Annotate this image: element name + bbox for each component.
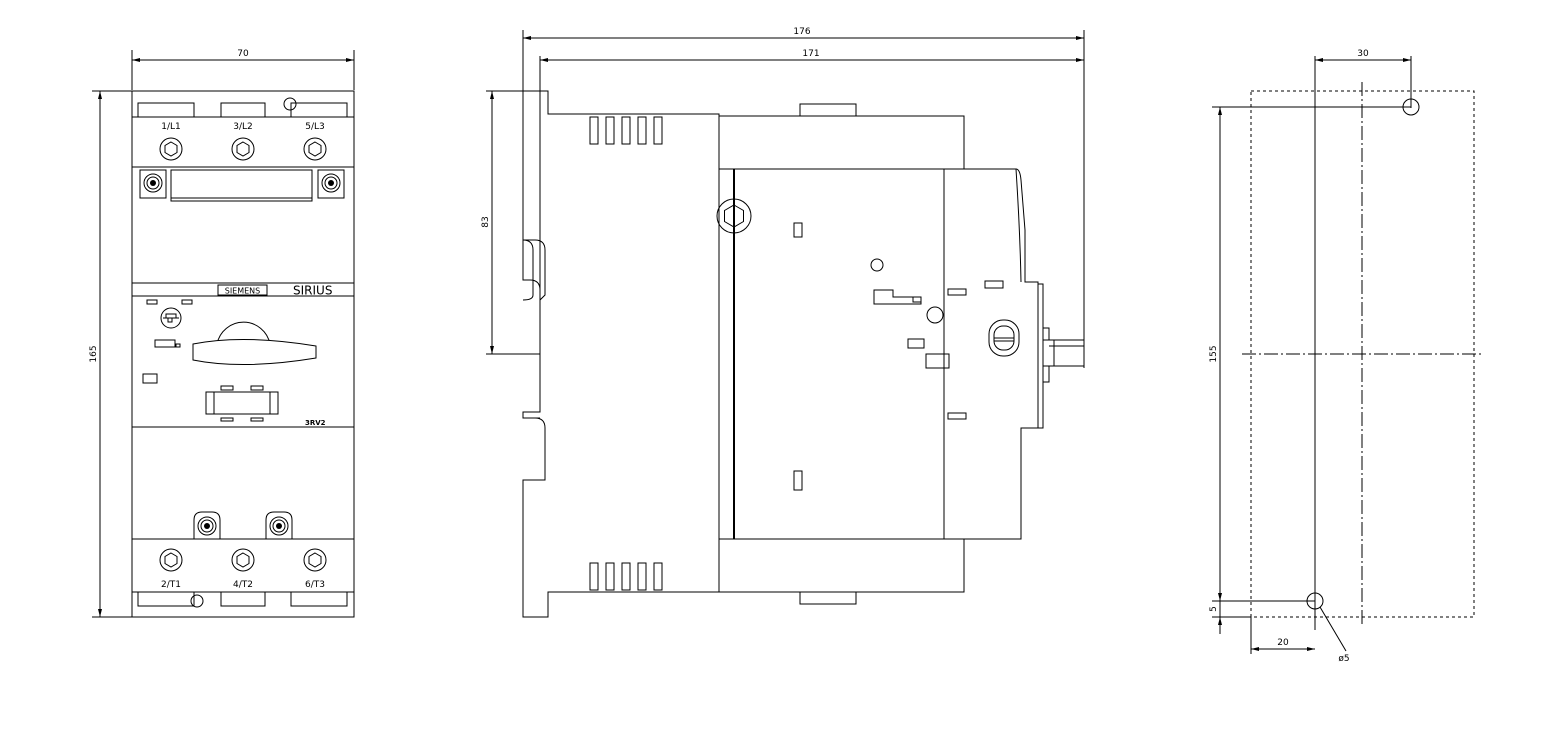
dimension-side-body: 171 (539, 49, 1084, 245)
terminal-label-3-l2: 3/L2 (233, 122, 253, 132)
side-hex-screw (716, 198, 752, 234)
lock-device (205, 385, 279, 422)
dimension-hole-spacing-y-label: 155 (1209, 345, 1219, 362)
dimension-front-width-label: 70 (237, 49, 249, 59)
vent-slots-top (589, 116, 663, 145)
dimension-hole-spacing-x-label: 30 (1357, 49, 1369, 59)
siemens-logo-box (217, 284, 268, 296)
terminal-label-1-l1: 1/L1 (161, 122, 181, 132)
dimension-hole-diameter: ø5 (1319, 606, 1350, 664)
product-label: SIRIUS (293, 284, 332, 298)
terminal-screw-bottom-1 (159, 548, 183, 572)
side-base-profile (522, 90, 720, 618)
dimension-side-rail: 83 (481, 90, 548, 355)
terminal-screw-top-2 (231, 137, 255, 161)
side-terminal-block-top (718, 115, 965, 170)
model-label: 3RV2 (305, 419, 326, 427)
trip-indicator (142, 373, 158, 384)
dimension-front-width: 70 (131, 49, 355, 90)
front-body-outline (131, 90, 355, 618)
dimension-side-overall: 176 (522, 27, 1085, 368)
dimension-side-body-label: 171 (802, 49, 819, 59)
dimension-front-height-label: 165 (89, 345, 99, 362)
fixing-screw-bottom-left (193, 511, 221, 539)
side-terminal-block-bottom (718, 538, 965, 593)
fixing-screw-top-left (139, 169, 167, 199)
fixing-screw-bottom-right (265, 511, 293, 539)
dimension-hole-spacing-x: 30 (1315, 49, 1411, 62)
dimension-edge-offset-x: 20 (1250, 617, 1315, 654)
dimension-hole-spacing-y: 155 (1209, 107, 1222, 601)
terminal-screw-bottom-2 (231, 548, 255, 572)
terminal-screw-bottom-3 (303, 548, 327, 572)
terminal-screw-top-1 (159, 137, 183, 161)
terminal-label-2-t1: 2/T1 (161, 580, 181, 590)
front-view: 70 165 1/L1 3/L2 5/L3 (89, 49, 355, 618)
brand-label: SIEMENS (225, 287, 261, 296)
dimension-side-overall-label: 176 (793, 27, 810, 37)
terminal-label-5-l3: 5/L3 (305, 122, 325, 132)
side-rotary-knob (988, 319, 1020, 357)
fixing-screw-top-right (317, 169, 345, 199)
dimension-side-rail-label: 83 (481, 216, 491, 227)
label-window (170, 169, 313, 202)
rotary-handle (192, 321, 317, 366)
side-front-cap (944, 168, 1039, 540)
terminal-label-6-t3: 6/T3 (305, 580, 325, 590)
side-view: 176 171 83 (481, 27, 1085, 618)
current-adjust-dial (146, 299, 193, 329)
dimension-edge-offset-y: 5 (1209, 601, 1222, 634)
dimension-hole-diameter-label: ø5 (1338, 654, 1349, 664)
dimension-edge-offset-x-label: 20 (1277, 638, 1289, 648)
terminal-label-4-t2: 4/T2 (233, 580, 253, 590)
vent-slots-bottom (589, 562, 663, 591)
dimension-edge-offset-y-label: 5 (1209, 606, 1219, 612)
terminal-screw-top-3 (303, 137, 327, 161)
dimension-front-height: 165 (89, 90, 132, 618)
mounting-view: 30 155 5 20 ø5 (1209, 49, 1484, 664)
